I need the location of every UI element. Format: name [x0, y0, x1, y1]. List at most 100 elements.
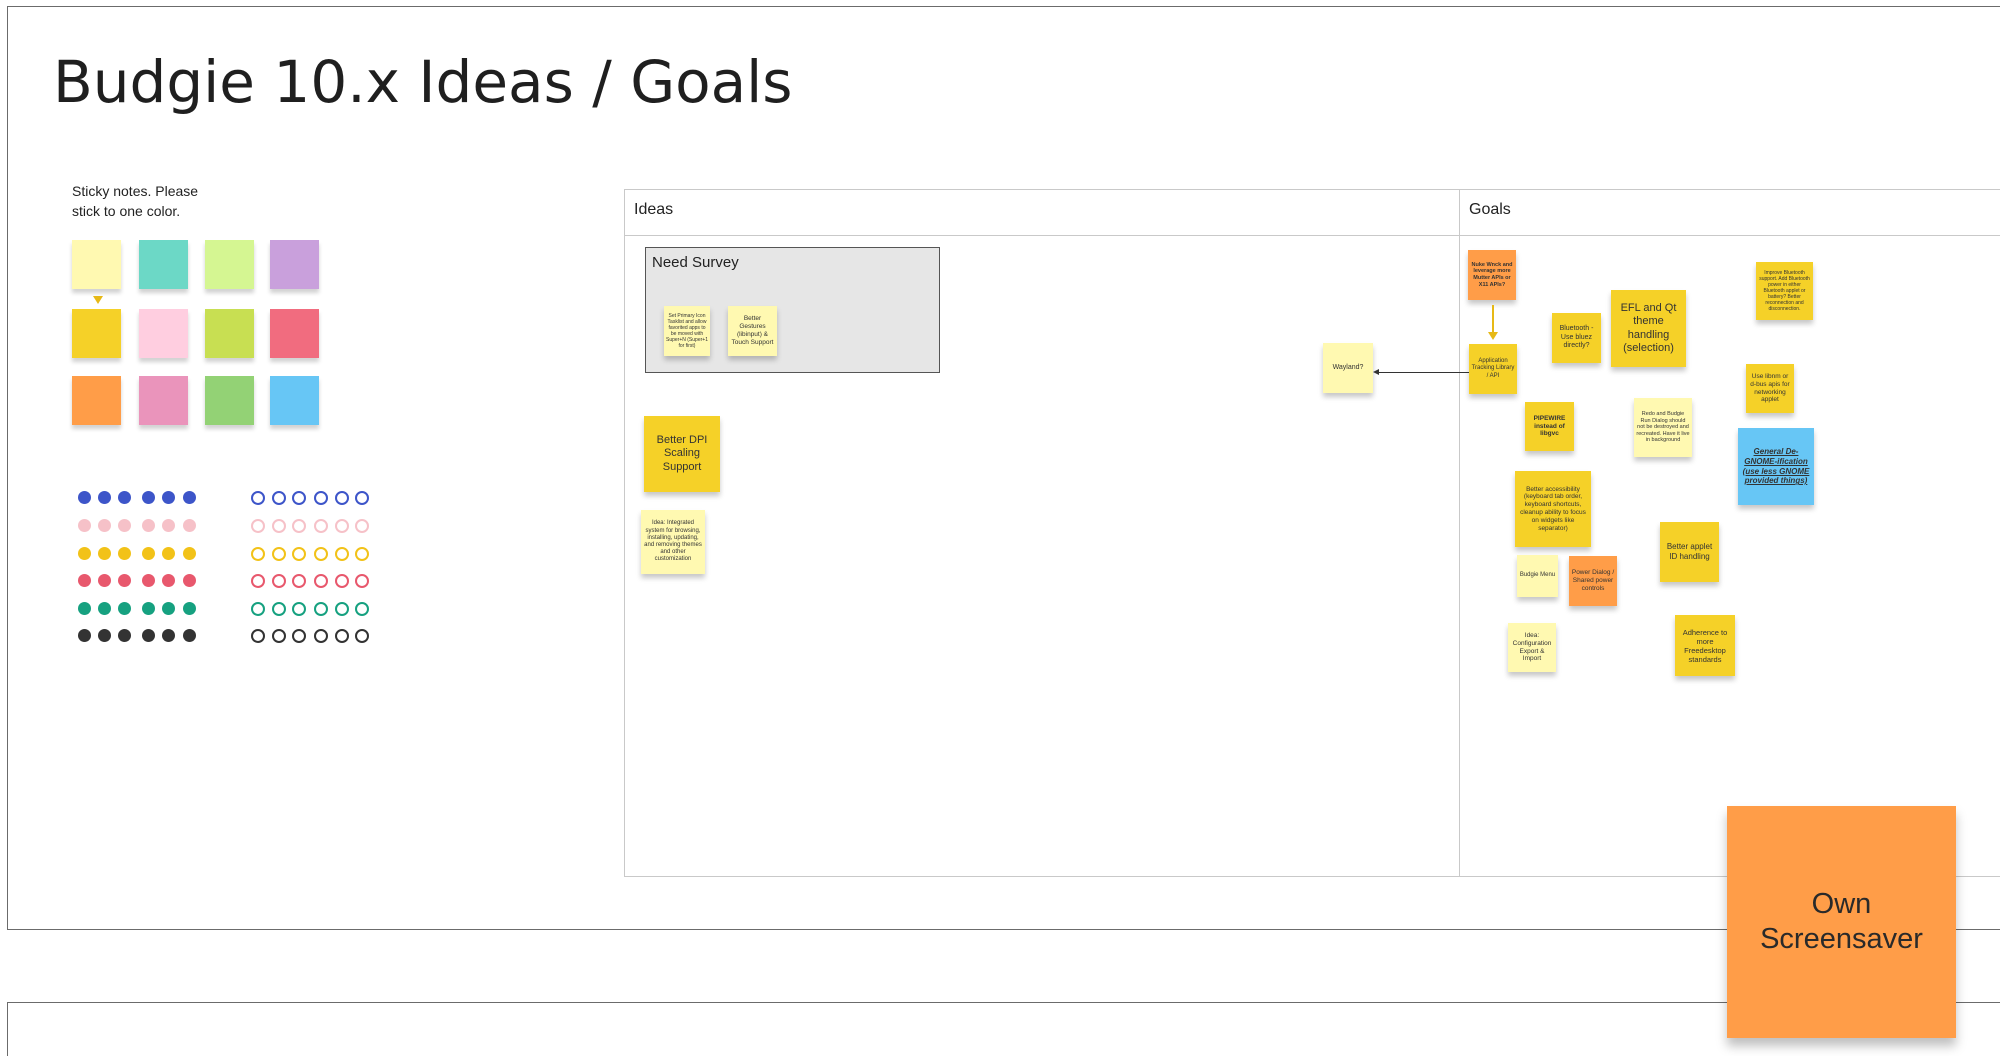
- sticky-note-degnome[interactable]: General De-GNOME-ification (use less GNO…: [1738, 428, 1814, 505]
- dot-sticker[interactable]: [162, 629, 175, 642]
- ring-sticker[interactable]: [292, 602, 306, 616]
- dot-sticker[interactable]: [78, 519, 91, 532]
- dot-sticker[interactable]: [162, 491, 175, 504]
- ring-sticker[interactable]: [355, 547, 369, 561]
- need-survey-title[interactable]: Need Survey: [652, 254, 739, 271]
- ring-sticker[interactable]: [292, 519, 306, 533]
- sticky-note-raven-dialog[interactable]: Redo and Budgie Run Dialog should not be…: [1634, 398, 1692, 457]
- dot-sticker[interactable]: [142, 519, 155, 532]
- board-title[interactable]: Budgie 10.x Ideas / Goals: [53, 48, 793, 116]
- dot-sticker[interactable]: [118, 629, 131, 642]
- dot-sticker[interactable]: [98, 491, 111, 504]
- dot-sticker[interactable]: [118, 547, 131, 560]
- dot-sticker[interactable]: [162, 574, 175, 587]
- color-swatch[interactable]: [205, 376, 254, 425]
- ring-sticker[interactable]: [314, 491, 328, 505]
- palette-hint[interactable]: Sticky notes. Please stick to one color.: [72, 183, 199, 219]
- ring-sticker[interactable]: [272, 519, 286, 533]
- sticky-note-power-dialog[interactable]: Power Dialog / Shared power controls: [1569, 556, 1617, 606]
- ring-sticker[interactable]: [335, 547, 349, 561]
- ring-sticker[interactable]: [251, 519, 265, 533]
- sticky-note-app-tracking[interactable]: Application Tracking Library / API: [1469, 344, 1517, 394]
- ring-sticker[interactable]: [335, 602, 349, 616]
- ring-sticker[interactable]: [251, 547, 265, 561]
- dot-sticker[interactable]: [142, 574, 155, 587]
- ring-sticker[interactable]: [251, 602, 265, 616]
- color-swatch[interactable]: [139, 240, 188, 289]
- color-swatch[interactable]: [270, 240, 319, 289]
- ring-sticker[interactable]: [314, 602, 328, 616]
- dot-sticker[interactable]: [142, 602, 155, 615]
- ring-sticker[interactable]: [272, 629, 286, 643]
- color-swatch[interactable]: [205, 240, 254, 289]
- dot-sticker[interactable]: [118, 519, 131, 532]
- dot-sticker[interactable]: [183, 547, 196, 560]
- sticky-note-better-gestures[interactable]: Better Gestures (libinput) & Touch Suppo…: [728, 306, 777, 356]
- sticky-note-budgie-menu[interactable]: Budgie Menu: [1517, 555, 1558, 597]
- ring-sticker[interactable]: [292, 491, 306, 505]
- color-swatch[interactable]: [72, 240, 121, 289]
- sticky-note-wayland[interactable]: Wayland?: [1323, 343, 1373, 393]
- ring-sticker[interactable]: [355, 602, 369, 616]
- dot-sticker[interactable]: [78, 547, 91, 560]
- ring-sticker[interactable]: [355, 574, 369, 588]
- ring-sticker[interactable]: [314, 547, 328, 561]
- ring-sticker[interactable]: [335, 519, 349, 533]
- sticky-note-config-export[interactable]: Idea: Configuration Export & Import: [1508, 623, 1556, 672]
- color-swatch[interactable]: [139, 376, 188, 425]
- sticky-note-primary-icon-tasklist[interactable]: Set Primary Icon Tasklist and allow favo…: [664, 306, 710, 356]
- dot-sticker[interactable]: [162, 519, 175, 532]
- dot-sticker[interactable]: [183, 602, 196, 615]
- dot-sticker[interactable]: [78, 491, 91, 504]
- dot-sticker[interactable]: [183, 629, 196, 642]
- sticky-note-libnm[interactable]: Use libnm or d-bus apis for networking a…: [1746, 364, 1794, 413]
- sticky-note-better-dpi[interactable]: Better DPI Scaling Support: [644, 416, 720, 492]
- dot-sticker[interactable]: [78, 574, 91, 587]
- ring-sticker[interactable]: [272, 491, 286, 505]
- sticky-note-freedesktop[interactable]: Adherence to more Freedesktop standards: [1675, 615, 1735, 676]
- ring-sticker[interactable]: [314, 629, 328, 643]
- ring-sticker[interactable]: [355, 519, 369, 533]
- color-swatch[interactable]: [270, 309, 319, 358]
- ring-sticker[interactable]: [335, 574, 349, 588]
- dot-sticker[interactable]: [162, 602, 175, 615]
- sticky-note-applet-id[interactable]: Better applet ID handling: [1660, 522, 1719, 582]
- dot-sticker[interactable]: [118, 574, 131, 587]
- dot-sticker[interactable]: [162, 547, 175, 560]
- ring-sticker[interactable]: [272, 574, 286, 588]
- dot-sticker[interactable]: [118, 602, 131, 615]
- dot-sticker[interactable]: [98, 519, 111, 532]
- ring-sticker[interactable]: [251, 629, 265, 643]
- dot-sticker[interactable]: [142, 547, 155, 560]
- ring-sticker[interactable]: [355, 491, 369, 505]
- sticky-note-pipewire[interactable]: PIPEWIRE instead of libgvc: [1525, 402, 1574, 451]
- sticky-note-improve-bluetooth[interactable]: Improve Bluetooth support. Add Bluetooth…: [1756, 262, 1813, 320]
- dot-sticker[interactable]: [98, 602, 111, 615]
- color-swatch[interactable]: [270, 376, 319, 425]
- dot-sticker[interactable]: [78, 629, 91, 642]
- ring-sticker[interactable]: [335, 629, 349, 643]
- dot-sticker[interactable]: [98, 629, 111, 642]
- goals-column-label[interactable]: Goals: [1469, 201, 1511, 218]
- sticky-note-integrated-system[interactable]: Idea: Integrated system for browsing, in…: [641, 510, 705, 574]
- dot-sticker[interactable]: [183, 574, 196, 587]
- sticky-note-accessibility[interactable]: Better accessibility (keyboard tab order…: [1515, 471, 1591, 547]
- sticky-note-own-screensaver[interactable]: Own Screensaver: [1727, 806, 1956, 1038]
- ideas-column-label[interactable]: Ideas: [634, 201, 674, 218]
- dot-sticker[interactable]: [142, 491, 155, 504]
- dot-sticker[interactable]: [183, 519, 196, 532]
- color-swatch[interactable]: [139, 309, 188, 358]
- color-swatch[interactable]: [205, 309, 254, 358]
- ring-sticker[interactable]: [314, 574, 328, 588]
- dot-sticker[interactable]: [98, 574, 111, 587]
- ring-sticker[interactable]: [251, 574, 265, 588]
- dot-sticker[interactable]: [78, 602, 91, 615]
- sticky-note-efl-qt[interactable]: EFL and Qt theme handling (selection): [1611, 290, 1686, 367]
- ring-sticker[interactable]: [292, 629, 306, 643]
- color-swatch[interactable]: [72, 309, 121, 358]
- ring-sticker[interactable]: [272, 547, 286, 561]
- ring-sticker[interactable]: [335, 491, 349, 505]
- ring-sticker[interactable]: [355, 629, 369, 643]
- sticky-note-bluetooth-bluez[interactable]: Bluetooth - Use bluez directly?: [1552, 313, 1601, 363]
- dot-sticker[interactable]: [142, 629, 155, 642]
